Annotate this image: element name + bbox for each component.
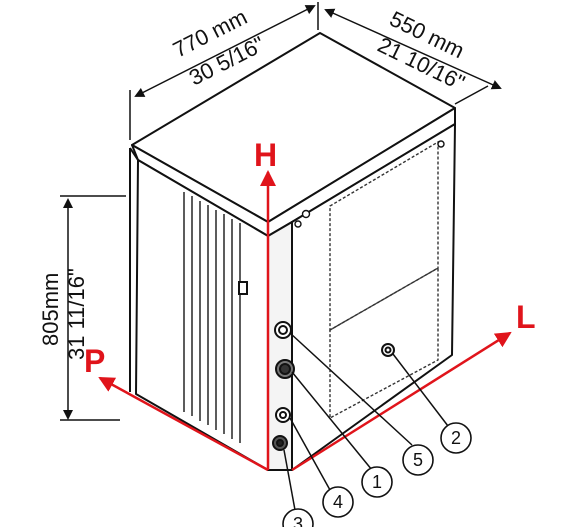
connector-2	[381, 343, 395, 357]
width-dimension-line	[134, 5, 316, 97]
callout-1: 1	[361, 466, 393, 498]
connector-4	[275, 407, 291, 423]
axis-p-line	[98, 376, 269, 472]
callout-2: 2	[440, 422, 472, 454]
connector-3	[272, 435, 288, 451]
axis-lines	[98, 170, 512, 472]
height-metric-label: 805mm	[38, 273, 63, 346]
cabinet-lock-icon	[238, 281, 248, 295]
callout-5-label: 5	[413, 450, 423, 470]
depth-dimension-line	[324, 8, 502, 90]
connector-5	[274, 321, 292, 339]
callout-1-label: 1	[372, 472, 382, 492]
dimension-lines	[60, 2, 502, 421]
axis-l-line	[291, 331, 512, 472]
callout-5: 5	[402, 444, 434, 476]
ventilation-grille	[183, 192, 241, 443]
callout-3-label: 3	[293, 514, 303, 527]
axis-label-l: L	[516, 299, 536, 335]
callout-4: 4	[322, 486, 354, 518]
ice-machine-cabinet	[129, 32, 456, 471]
panel-screws	[294, 140, 445, 228]
callout-4-label: 4	[333, 492, 343, 512]
height-imperial-label: 31 11/16"	[64, 268, 89, 360]
service-panels	[329, 140, 439, 420]
callout-2-label: 2	[451, 428, 461, 448]
callout-leaders	[283, 332, 449, 511]
axis-label-p: P	[84, 343, 105, 379]
connector-1	[275, 359, 295, 379]
callout-3: 3	[282, 508, 314, 527]
axis-label-h: H	[254, 137, 277, 173]
cabinet-corner-post	[267, 221, 293, 471]
